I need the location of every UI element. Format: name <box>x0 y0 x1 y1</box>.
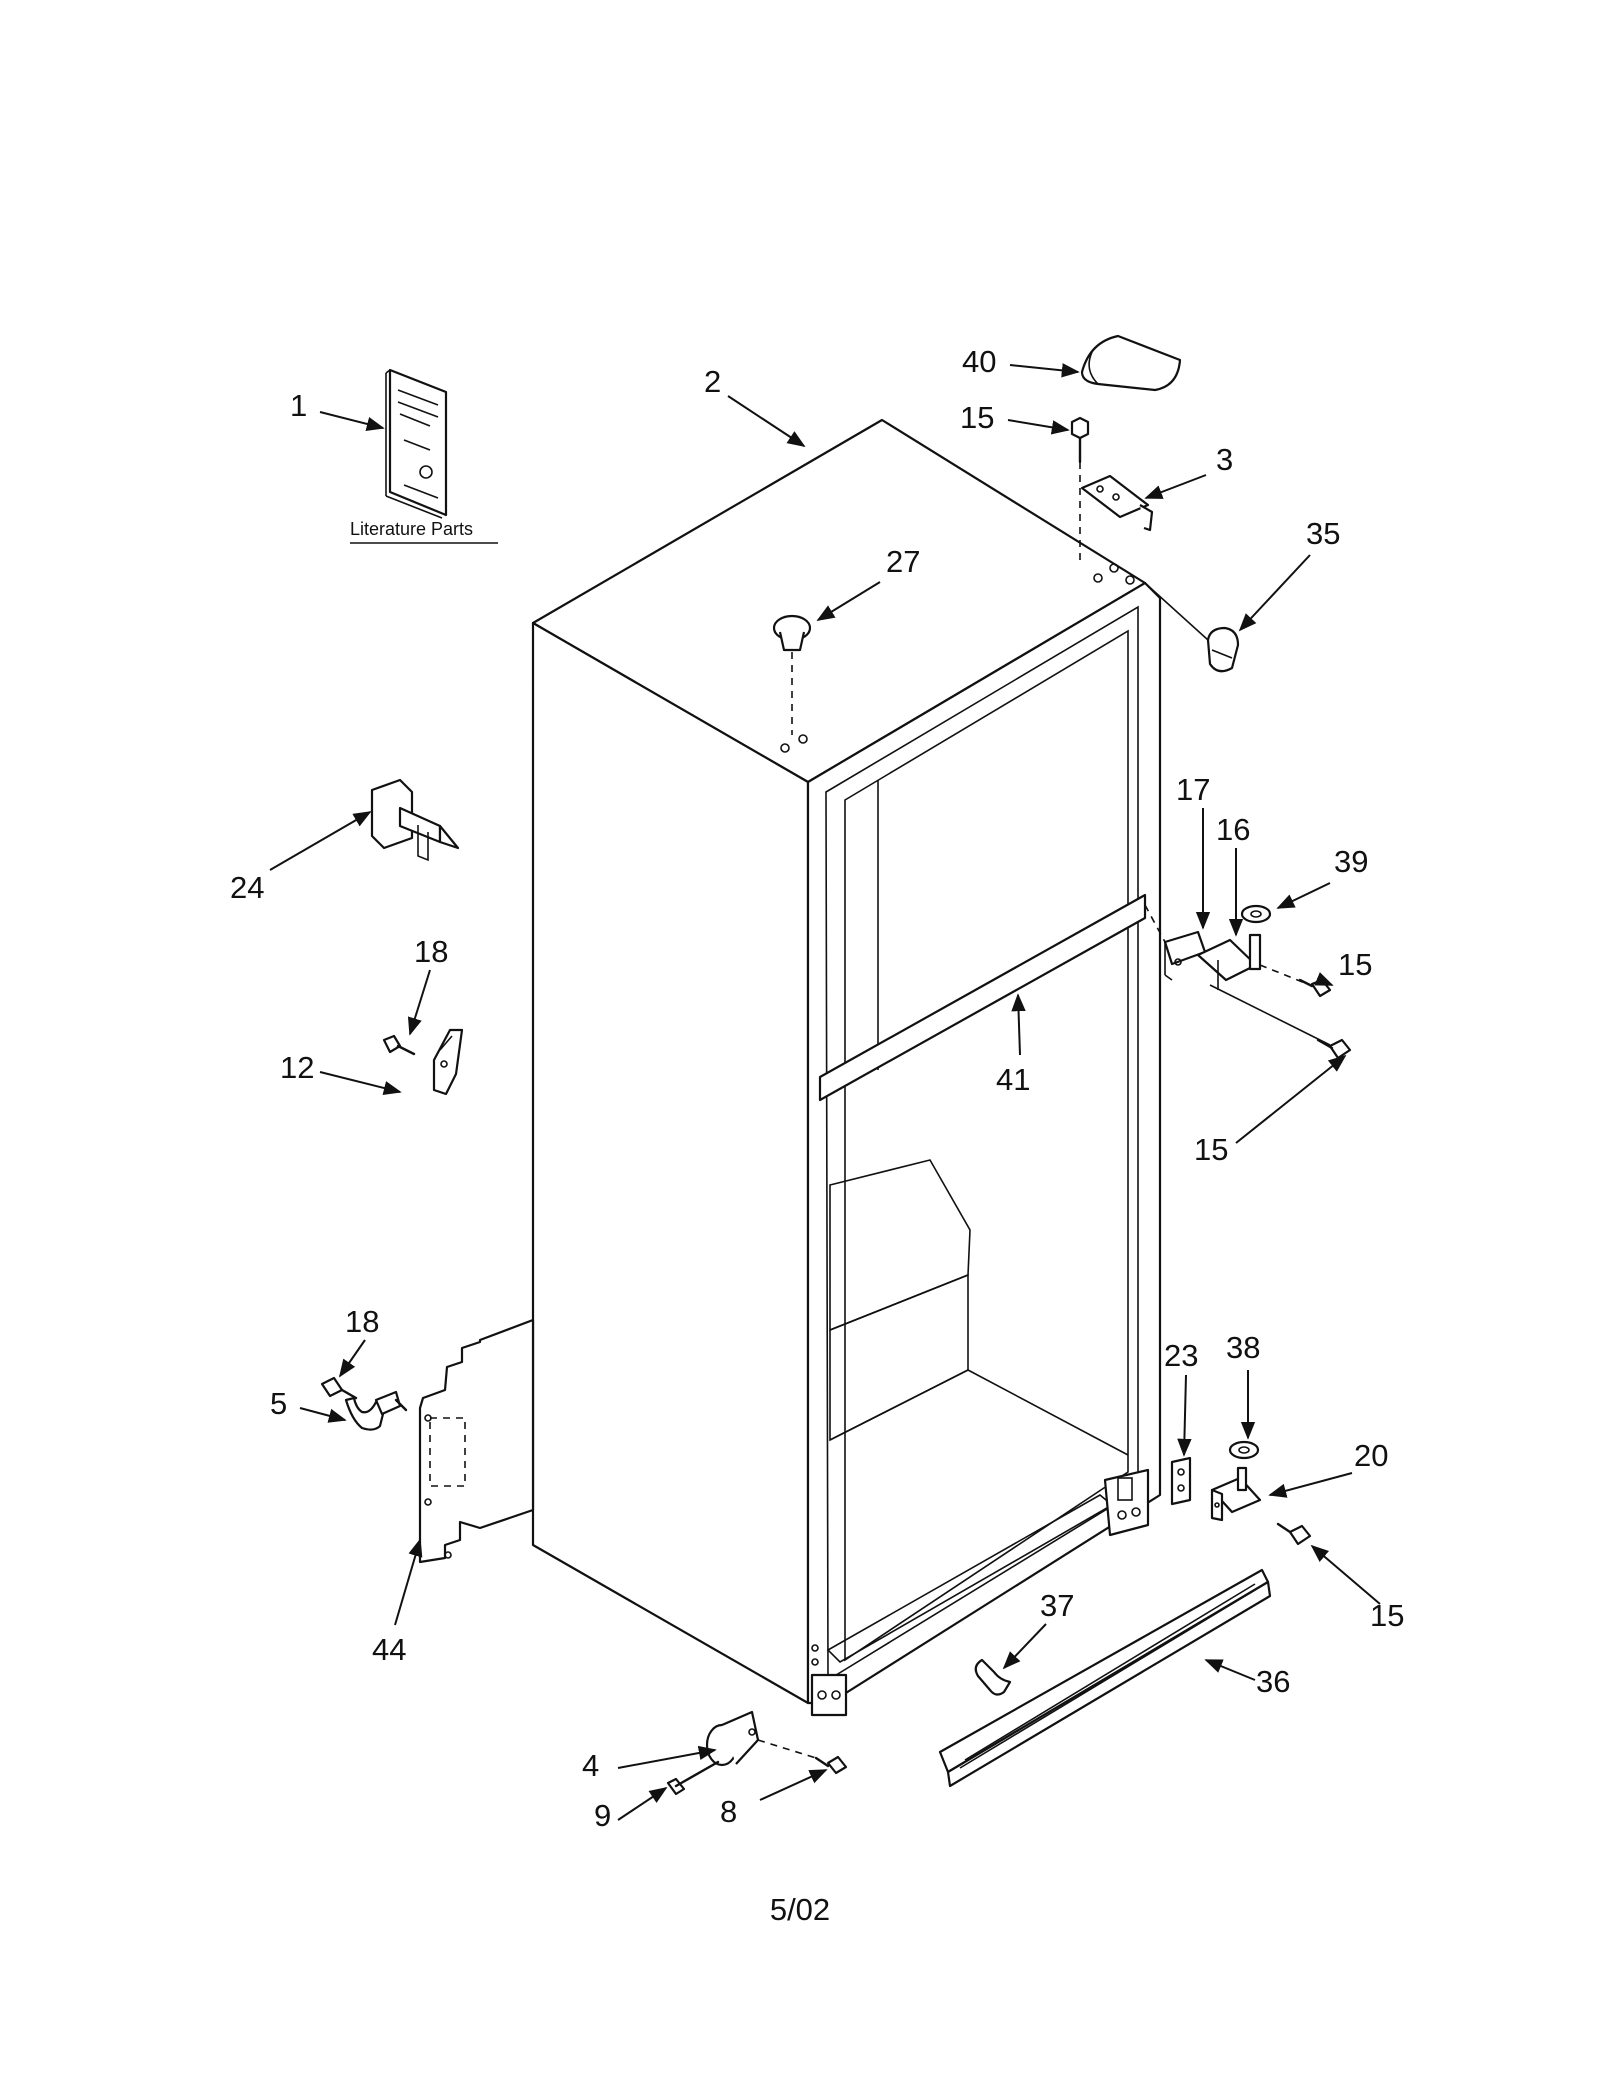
top-hinge-cover <box>1080 334 1182 392</box>
callout-8: 8 <box>720 1794 737 1829</box>
clamp <box>344 1390 408 1431</box>
clip-screw-upper <box>382 1034 416 1056</box>
center-hinge-screw-2 <box>1316 1038 1352 1060</box>
center-hinge-bracket <box>1163 930 1207 981</box>
callout-24: 24 <box>230 870 264 905</box>
rear-panel <box>418 1318 535 1564</box>
callout-15-top: 15 <box>960 400 994 435</box>
grille-clip <box>974 1658 1012 1696</box>
callout-17: 17 <box>1176 772 1210 807</box>
callout-15-center-right: 15 <box>1338 947 1372 982</box>
lower-hinge-screw <box>1276 1522 1312 1546</box>
hinge-shim-guide <box>1144 582 1209 641</box>
top-plug <box>772 614 812 652</box>
top-hinge <box>1080 474 1154 532</box>
literature-caption: Literature Parts <box>350 519 473 539</box>
callout-labels: 1 2 3 4 5 8 9 12 15 15 15 15 16 17 18 18… <box>230 344 1404 1833</box>
callout-4: 4 <box>582 1748 599 1783</box>
literature-booklet <box>385 368 448 519</box>
clip-upper <box>432 1028 464 1096</box>
callout-23: 23 <box>1164 1338 1198 1373</box>
callout-12: 12 <box>280 1050 314 1085</box>
callout-20: 20 <box>1354 1438 1388 1473</box>
roller-guide <box>757 1739 817 1759</box>
callout-3: 3 <box>1216 442 1233 477</box>
callout-1: 1 <box>290 388 307 423</box>
date-code: 5/02 <box>770 1892 830 1927</box>
callout-44: 44 <box>372 1632 406 1667</box>
callout-5: 5 <box>270 1386 287 1421</box>
center-hinge-guide-3 <box>1209 984 1331 1046</box>
callout-15-bottom: 15 <box>1370 1598 1404 1633</box>
callout-2: 2 <box>704 364 721 399</box>
door-stop <box>370 778 460 862</box>
lower-hinge <box>1210 1466 1262 1522</box>
center-hinge-washer <box>1240 904 1272 924</box>
toe-grille <box>938 1568 1272 1788</box>
callout-18-upper: 18 <box>414 934 448 969</box>
center-hinge <box>1196 933 1262 990</box>
callout-40: 40 <box>962 344 996 379</box>
callout-16: 16 <box>1216 812 1250 847</box>
callout-18-lower: 18 <box>345 1304 379 1339</box>
roller-axle <box>666 1760 720 1796</box>
callout-41: 41 <box>996 1062 1030 1097</box>
leader-arrows <box>269 363 1381 1821</box>
roller-assembly <box>705 1710 760 1767</box>
callout-37: 37 <box>1040 1588 1074 1623</box>
callout-35: 35 <box>1306 516 1340 551</box>
clamp-screw-lower <box>320 1376 358 1400</box>
callout-38: 38 <box>1226 1330 1260 1365</box>
callout-36: 36 <box>1256 1664 1290 1699</box>
roller-screw <box>814 1755 848 1775</box>
callout-27: 27 <box>886 544 920 579</box>
callout-39: 39 <box>1334 844 1368 879</box>
callout-15-center-lower: 15 <box>1194 1132 1228 1167</box>
lower-hinge-washer <box>1228 1440 1260 1460</box>
hinge-shim <box>1206 626 1240 673</box>
lower-hinge-shim <box>1170 1456 1192 1506</box>
callout-9: 9 <box>594 1798 611 1833</box>
top-hinge-screw <box>1070 416 1090 464</box>
cabinet <box>531 418 1162 1717</box>
